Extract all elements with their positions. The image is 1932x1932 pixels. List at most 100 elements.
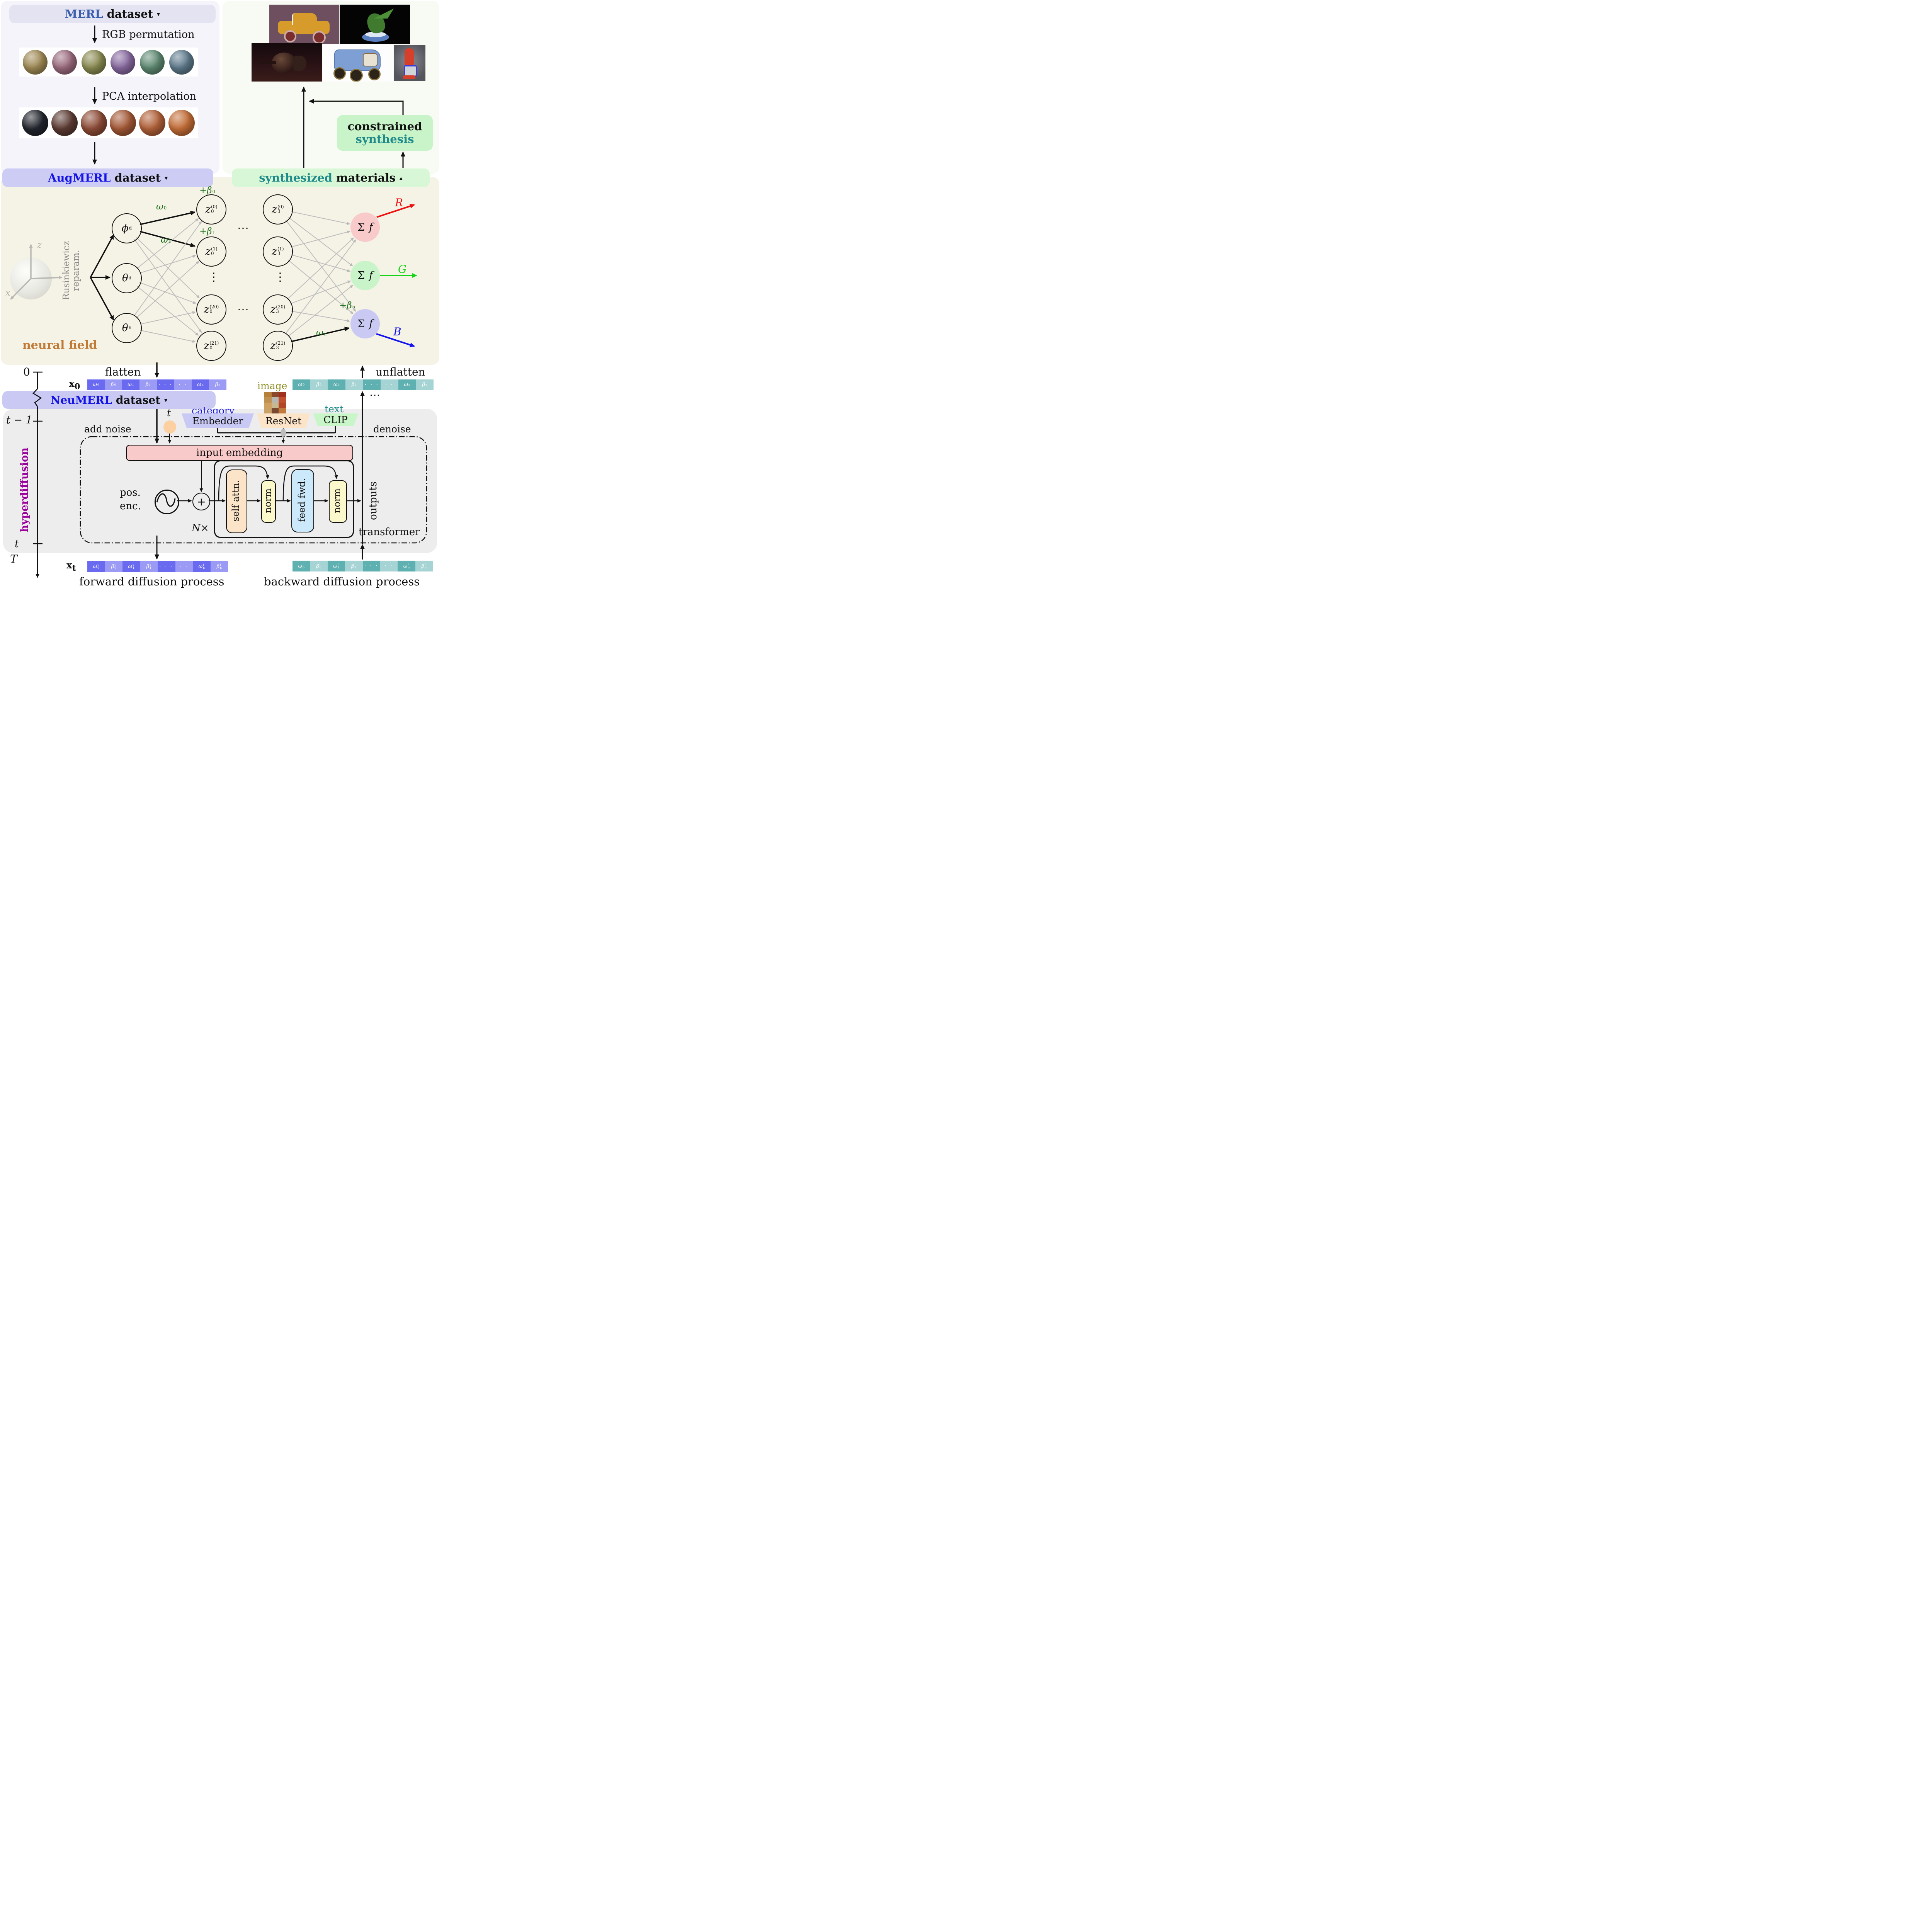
car-wheel-rear bbox=[284, 30, 296, 43]
hidden-node-z0-(1)-label: z(1)0 bbox=[205, 246, 218, 257]
dragon-snow bbox=[365, 32, 386, 37]
self-attn-label: self attn. bbox=[230, 480, 241, 522]
brick-cell-5 bbox=[279, 397, 286, 403]
car-wheel-front bbox=[313, 31, 326, 44]
merl-panel bbox=[1, 1, 219, 174]
figure-canvas: MERL dataset ▾ RGB permutation PCA inter… bbox=[0, 0, 440, 592]
rover-wheel-3 bbox=[368, 68, 381, 80]
material-sphere-1-4 bbox=[139, 109, 166, 136]
layer3-vdots: ⋮ bbox=[274, 270, 286, 284]
submarine-fin2 bbox=[293, 56, 306, 71]
vector-cell-4: · · · bbox=[157, 379, 174, 390]
render-rover-image bbox=[323, 44, 393, 82]
plus-sign: + bbox=[197, 495, 206, 508]
hidden-node-z3-(21)-label: z(21)3 bbox=[270, 340, 286, 352]
flatten-label: flatten bbox=[105, 366, 141, 378]
brick-cell-0 bbox=[264, 392, 272, 397]
merl-dataset-banner[interactable]: MERL dataset ▾ bbox=[9, 5, 216, 23]
augmerl-suffix: dataset bbox=[114, 171, 161, 184]
activation-symbol: f bbox=[369, 221, 373, 233]
hidden-node-z3-(1)-label: z(1)3 bbox=[272, 246, 284, 257]
timeline-T-label: T bbox=[10, 553, 17, 565]
backward-process-label: backward diffusion process bbox=[264, 575, 420, 588]
hidden-dots-upper: ⋯ bbox=[237, 222, 249, 235]
brick-cell-1 bbox=[271, 392, 279, 397]
embedder-block: Embedder bbox=[182, 413, 254, 428]
hidden-node-z0-(0): z(0)0 bbox=[196, 194, 226, 224]
vector-cell-5: · · bbox=[380, 561, 398, 571]
synthesized-title: synthesized bbox=[259, 171, 332, 184]
brick-cell-4 bbox=[271, 397, 279, 403]
image-texture-thumbnail bbox=[264, 392, 286, 413]
xt-vector-label: xt bbox=[66, 560, 76, 573]
augmerl-title: AugMERL bbox=[48, 171, 111, 184]
hidden-node-z3-(20)-label: z(20)3 bbox=[270, 304, 286, 315]
merl-dropdown-icon: ▾ bbox=[157, 10, 160, 18]
hidden-node-z0-(21): z(21)0 bbox=[196, 331, 226, 361]
material-sphere-0-0 bbox=[22, 49, 48, 75]
image-condition-label: image bbox=[257, 380, 287, 391]
neumerl-title: NeuMERL bbox=[50, 393, 112, 406]
rusinkiewicz-line1: Rusinkiewicz bbox=[61, 241, 72, 300]
unflatten-label: unflatten bbox=[376, 366, 425, 378]
neural-field-label: neural field bbox=[22, 338, 97, 352]
outputs-label: outputs bbox=[367, 481, 379, 520]
hidden-node-z3-(0): z(0)3 bbox=[263, 194, 293, 224]
rgb-permutation-label: RGB permutation bbox=[102, 29, 195, 41]
brick-cell-2 bbox=[279, 392, 286, 397]
synthesized-materials-banner[interactable]: synthesized materials ▴ bbox=[232, 168, 430, 187]
clip-label: CLIP bbox=[323, 414, 348, 425]
axis-z-label: z bbox=[37, 240, 42, 250]
neumerl-dataset-banner[interactable]: NeuMERL dataset ▾ bbox=[2, 391, 216, 409]
material-sphere-1-3 bbox=[110, 109, 136, 136]
merl-dataset-title: MERL bbox=[65, 7, 103, 20]
hidden-node-z0-(21)-label: z(21)0 bbox=[204, 340, 219, 352]
render-car-image bbox=[269, 5, 339, 44]
pca-interpolation-label: PCA interpolation bbox=[102, 90, 197, 102]
brick-cell-6 bbox=[264, 403, 272, 408]
augmerl-dataset-banner[interactable]: AugMERL dataset ▾ bbox=[2, 168, 213, 187]
brick-cell-7 bbox=[271, 403, 279, 408]
timestep-t-label: t bbox=[167, 407, 171, 418]
sum-symbol: Σ bbox=[357, 269, 365, 282]
pos-enc-label: pos. enc. bbox=[120, 486, 141, 513]
material-sphere-1-5 bbox=[168, 109, 195, 136]
brick-cell-9 bbox=[264, 408, 272, 413]
clip-block: CLIP bbox=[313, 413, 358, 426]
constrained-label: constrained bbox=[347, 119, 422, 133]
hidden-node-z3-(21): z(21)3 bbox=[263, 331, 293, 361]
output-r-label: R bbox=[395, 196, 403, 209]
neumerl-dropdown-icon: ▾ bbox=[164, 396, 168, 404]
rover-wheel-2 bbox=[350, 69, 363, 82]
output-b-label: B bbox=[393, 325, 401, 338]
material-sphere-0-2 bbox=[81, 49, 106, 75]
input-embedding-box: input embedding bbox=[126, 445, 353, 461]
brick-cell-3 bbox=[264, 397, 272, 403]
brdf-sphere bbox=[10, 258, 52, 299]
synthesized-suffix: materials bbox=[336, 171, 396, 184]
submarine-fin bbox=[259, 61, 276, 64]
